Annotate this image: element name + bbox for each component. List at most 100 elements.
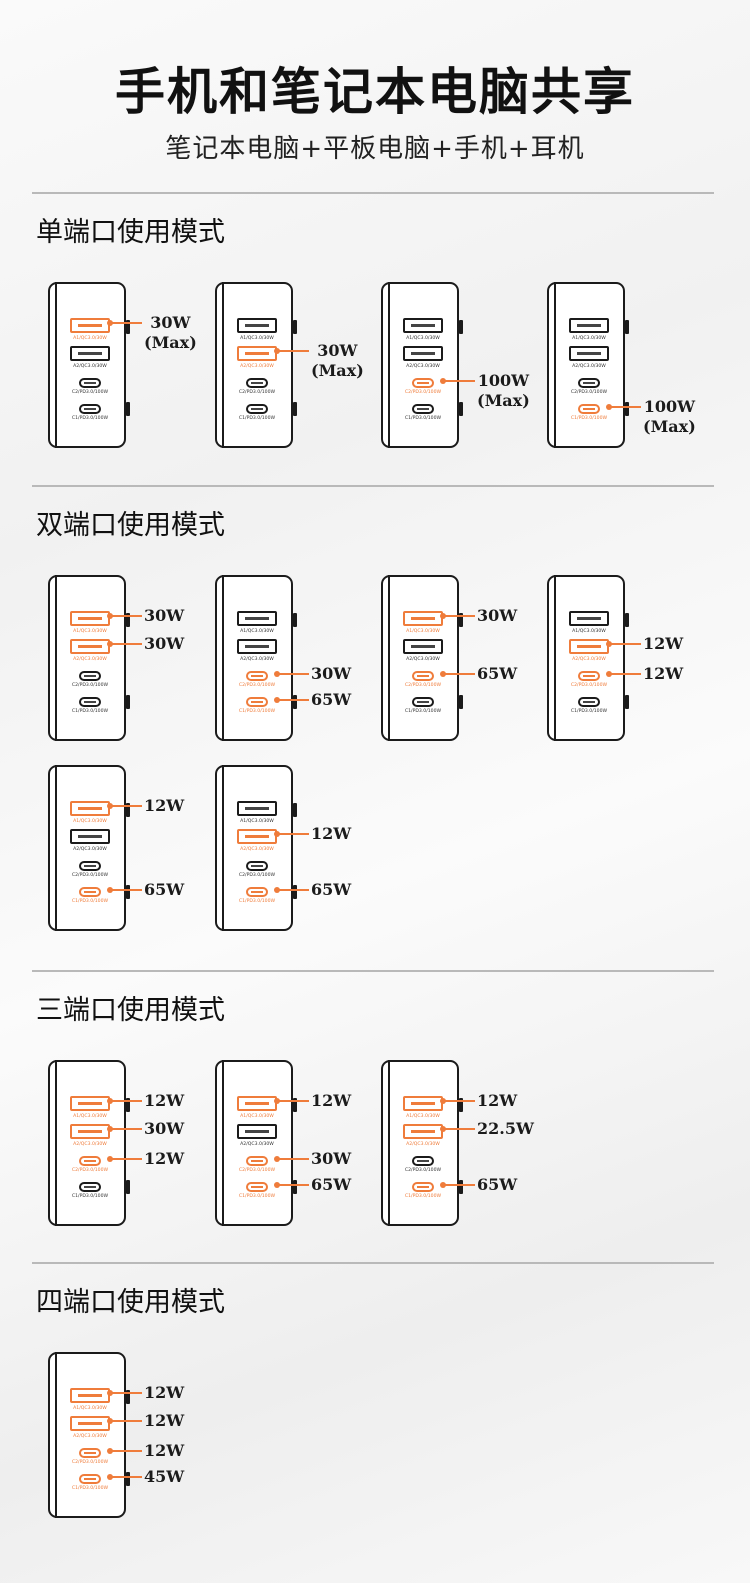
usb-c-port-icon bbox=[79, 671, 101, 681]
wattage-label: 30W(Max) bbox=[311, 341, 364, 381]
page-subtitle: 笔记本电脑+平板电脑+手机+耳机 bbox=[165, 134, 585, 164]
usb-a-port-icon bbox=[237, 318, 277, 333]
usb-c-port-icon bbox=[578, 378, 600, 388]
wattage-label: 12W bbox=[144, 1149, 184, 1169]
usb-a-port-icon bbox=[70, 346, 110, 361]
section-label: 单端口使用模式 bbox=[36, 217, 225, 248]
usb-a-port-icon bbox=[70, 318, 110, 333]
port-label: A2/QC3.0/30W bbox=[406, 657, 440, 662]
wattage-label: 30W bbox=[311, 1149, 351, 1169]
port-label: C2/PD3.0/100W bbox=[570, 683, 608, 688]
wattage-label: 65W bbox=[477, 664, 517, 684]
wattage-label: 30W bbox=[144, 606, 184, 626]
wattage-label: 12W bbox=[643, 634, 683, 654]
port-label: C1/PD3.0/100W bbox=[238, 899, 276, 904]
usb-c-port-icon bbox=[79, 378, 101, 388]
leader-line bbox=[107, 613, 142, 619]
usb-a-port-icon bbox=[237, 639, 277, 654]
usb-c-port-icon bbox=[79, 861, 101, 871]
usb-c-port-icon bbox=[412, 697, 434, 707]
usb-c-port-icon bbox=[79, 1448, 101, 1458]
port-label: A1/QC3.0/30W bbox=[73, 336, 107, 341]
port-label: A2/QC3.0/30W bbox=[572, 364, 606, 369]
port-label: C1/PD3.0/100W bbox=[238, 1194, 276, 1199]
port-label: C2/PD3.0/100W bbox=[71, 873, 109, 878]
wattage-label: 45W bbox=[144, 1467, 184, 1487]
section-divider bbox=[32, 192, 714, 194]
wattage-value: 12W bbox=[144, 1091, 185, 1110]
wattage-value: 12W bbox=[144, 1411, 185, 1430]
port-label: A1/QC3.0/30W bbox=[73, 1114, 107, 1119]
leader-line bbox=[274, 831, 309, 837]
port-label: A2/QC3.0/30W bbox=[240, 1142, 274, 1147]
port-label: A1/QC3.0/30W bbox=[73, 1406, 107, 1411]
wattage-label: 30W bbox=[311, 664, 351, 684]
wattage-value: 22.5W bbox=[477, 1119, 534, 1138]
port-label: A1/QC3.0/30W bbox=[406, 1114, 440, 1119]
usb-a-port-icon bbox=[70, 639, 110, 654]
port-label: C1/PD3.0/100W bbox=[404, 709, 442, 714]
usb-a-port-icon bbox=[70, 829, 110, 844]
wattage-label: 12W bbox=[144, 1091, 184, 1111]
usb-c-port-icon bbox=[79, 1182, 101, 1192]
usb-c-port-icon bbox=[578, 671, 600, 681]
leader-line bbox=[107, 1418, 142, 1424]
leader-line bbox=[107, 1098, 142, 1104]
wattage-value: 65W bbox=[477, 1175, 518, 1194]
port-label: C2/PD3.0/100W bbox=[570, 390, 608, 395]
usb-a-port-icon bbox=[70, 1388, 110, 1403]
port-label: C2/PD3.0/100W bbox=[238, 683, 276, 688]
leader-line bbox=[107, 641, 142, 647]
port-label: A1/QC3.0/30W bbox=[406, 336, 440, 341]
wattage-label: 12W bbox=[144, 796, 184, 816]
leader-line bbox=[440, 1098, 475, 1104]
leader-line bbox=[107, 1448, 142, 1454]
wattage-value: 12W bbox=[144, 1383, 185, 1402]
leader-line bbox=[274, 887, 309, 893]
usb-c-port-icon bbox=[412, 1156, 434, 1166]
port-label: A1/QC3.0/30W bbox=[73, 819, 107, 824]
usb-c-port-icon bbox=[246, 887, 268, 897]
wattage-note: (Max) bbox=[477, 391, 530, 410]
wattage-value: 65W bbox=[477, 664, 518, 683]
leader-line bbox=[107, 320, 142, 326]
section-label: 四端口使用模式 bbox=[36, 1287, 225, 1318]
wattage-label: 65W bbox=[311, 1175, 351, 1195]
leader-line bbox=[107, 1156, 142, 1162]
wattage-label: 65W bbox=[144, 880, 184, 900]
usb-a-port-icon bbox=[403, 346, 443, 361]
usb-a-port-icon bbox=[569, 318, 609, 333]
port-label: C1/PD3.0/100W bbox=[71, 709, 109, 714]
port-label: A2/QC3.0/30W bbox=[73, 364, 107, 369]
wattage-value: 12W bbox=[643, 634, 684, 653]
leader-line bbox=[440, 378, 475, 384]
wattage-value: 65W bbox=[311, 690, 352, 709]
usb-c-port-icon bbox=[246, 861, 268, 871]
port-label: A1/QC3.0/30W bbox=[406, 629, 440, 634]
port-label: A1/QC3.0/30W bbox=[240, 1114, 274, 1119]
leader-line bbox=[274, 1182, 309, 1188]
port-label: A1/QC3.0/30W bbox=[572, 629, 606, 634]
wattage-label: 12W bbox=[144, 1441, 184, 1461]
page-title: 手机和笔记本电脑共享 bbox=[115, 63, 635, 121]
port-label: C2/PD3.0/100W bbox=[238, 1168, 276, 1173]
port-label: A1/QC3.0/30W bbox=[240, 336, 274, 341]
port-label: C1/PD3.0/100W bbox=[570, 416, 608, 421]
port-label: A1/QC3.0/30W bbox=[240, 629, 274, 634]
port-label: C2/PD3.0/100W bbox=[71, 1168, 109, 1173]
port-label: A2/QC3.0/30W bbox=[572, 657, 606, 662]
wattage-value: 30W bbox=[144, 606, 185, 625]
section-divider bbox=[32, 1262, 714, 1264]
wattage-note: (Max) bbox=[144, 333, 197, 352]
wattage-value: 100W bbox=[477, 371, 530, 390]
usb-c-port-icon bbox=[412, 404, 434, 414]
wattage-note: (Max) bbox=[643, 417, 696, 436]
port-label: C1/PD3.0/100W bbox=[404, 1194, 442, 1199]
port-label: A2/QC3.0/30W bbox=[240, 364, 274, 369]
